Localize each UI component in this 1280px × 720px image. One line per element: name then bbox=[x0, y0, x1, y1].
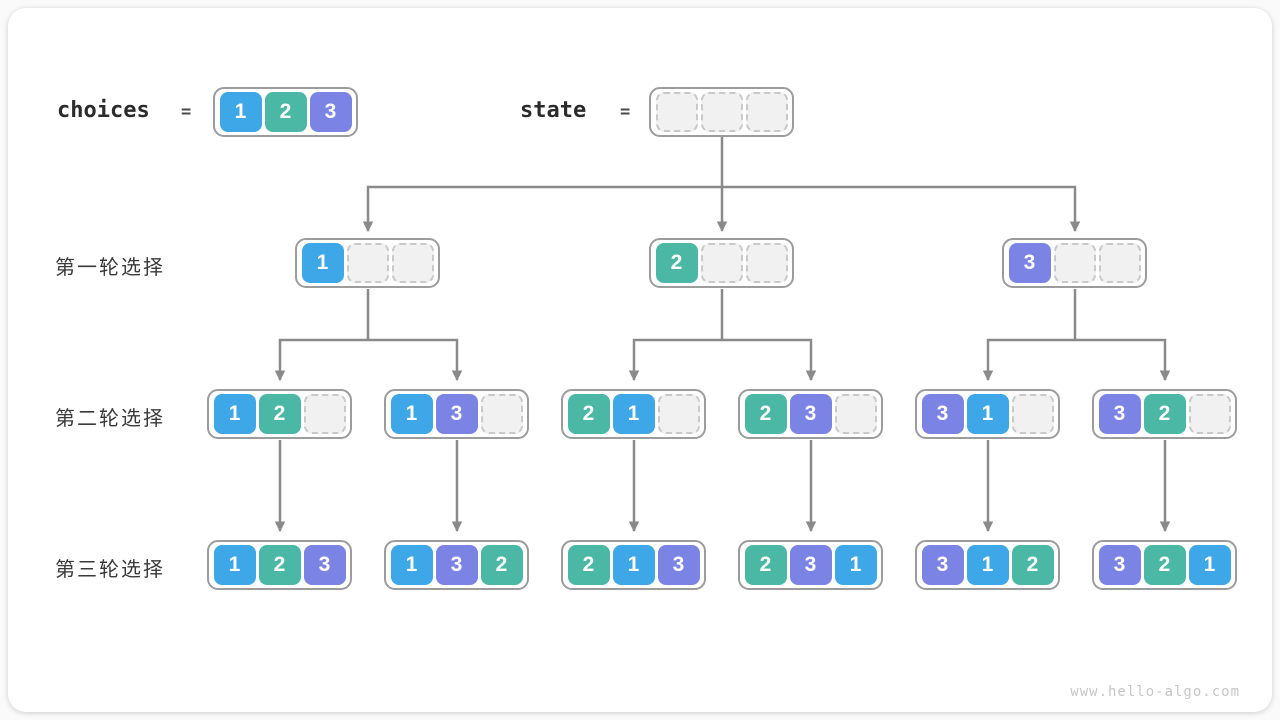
array-cell: 1 bbox=[834, 545, 877, 585]
array-cell-empty bbox=[834, 394, 877, 434]
array-cell: 2 bbox=[1143, 394, 1186, 434]
choices-array: 1 2 3 bbox=[213, 87, 358, 137]
array-cell-empty bbox=[1011, 394, 1054, 434]
round-label-1: 第一轮选择 bbox=[55, 257, 165, 279]
array-cell-empty bbox=[745, 92, 788, 132]
array-cell: 3 bbox=[435, 394, 478, 434]
diagram-card bbox=[8, 8, 1272, 712]
node-level2-21: 2 1 bbox=[561, 389, 706, 439]
array-cell-empty bbox=[700, 243, 743, 283]
array-cell: 3 bbox=[921, 394, 964, 434]
array-cell: 1 bbox=[301, 243, 344, 283]
array-cell: 1 bbox=[612, 545, 655, 585]
array-cell: 1 bbox=[390, 545, 433, 585]
choices-equals-sign: = bbox=[181, 102, 192, 122]
array-cell: 3 bbox=[789, 545, 832, 585]
array-cell-empty bbox=[1098, 243, 1141, 283]
array-cell: 3 bbox=[435, 545, 478, 585]
node-level2-32: 3 2 bbox=[1092, 389, 1237, 439]
array-cell-empty bbox=[657, 394, 700, 434]
node-level3-123: 1 2 3 bbox=[207, 540, 352, 590]
array-cell-empty bbox=[700, 92, 743, 132]
array-cell: 3 bbox=[1098, 394, 1141, 434]
array-cell: 1 bbox=[966, 545, 1009, 585]
array-cell: 3 bbox=[303, 545, 346, 585]
array-cell-empty bbox=[745, 243, 788, 283]
node-level3-132: 1 3 2 bbox=[384, 540, 529, 590]
array-cell: 3 bbox=[921, 545, 964, 585]
choices-label: choices bbox=[57, 98, 150, 123]
array-cell-empty bbox=[1188, 394, 1231, 434]
array-cell: 2 bbox=[1143, 545, 1186, 585]
state-label: state bbox=[520, 98, 587, 123]
array-cell: 3 bbox=[309, 92, 352, 132]
array-cell: 2 bbox=[744, 394, 787, 434]
array-cell-empty bbox=[346, 243, 389, 283]
array-cell: 2 bbox=[655, 243, 698, 283]
node-level2-23: 2 3 bbox=[738, 389, 883, 439]
array-cell: 1 bbox=[612, 394, 655, 434]
array-cell: 2 bbox=[567, 394, 610, 434]
array-cell: 1 bbox=[213, 394, 256, 434]
watermark: www.hello-algo.com bbox=[1070, 684, 1240, 700]
node-level1-1: 1 bbox=[295, 238, 440, 288]
array-cell-empty bbox=[1053, 243, 1096, 283]
array-cell: 1 bbox=[219, 92, 262, 132]
array-cell: 2 bbox=[1011, 545, 1054, 585]
node-level3-321: 3 2 1 bbox=[1092, 540, 1237, 590]
array-cell: 3 bbox=[1098, 545, 1141, 585]
array-cell-empty bbox=[391, 243, 434, 283]
array-cell: 1 bbox=[966, 394, 1009, 434]
state-array bbox=[649, 87, 794, 137]
array-cell: 2 bbox=[567, 545, 610, 585]
node-level3-231: 2 3 1 bbox=[738, 540, 883, 590]
array-cell: 2 bbox=[744, 545, 787, 585]
array-cell-empty bbox=[655, 92, 698, 132]
array-cell: 2 bbox=[264, 92, 307, 132]
node-level2-13: 1 3 bbox=[384, 389, 529, 439]
node-level1-2: 2 bbox=[649, 238, 794, 288]
array-cell: 1 bbox=[1188, 545, 1231, 585]
array-cell: 1 bbox=[390, 394, 433, 434]
array-cell-empty bbox=[303, 394, 346, 434]
array-cell: 2 bbox=[258, 545, 301, 585]
node-level3-213: 2 1 3 bbox=[561, 540, 706, 590]
round-label-2: 第二轮选择 bbox=[55, 408, 165, 430]
node-level2-12: 1 2 bbox=[207, 389, 352, 439]
array-cell: 2 bbox=[480, 545, 523, 585]
node-level3-312: 3 1 2 bbox=[915, 540, 1060, 590]
array-cell: 1 bbox=[213, 545, 256, 585]
array-cell-empty bbox=[480, 394, 523, 434]
array-cell: 3 bbox=[657, 545, 700, 585]
round-label-3: 第三轮选择 bbox=[55, 559, 165, 581]
state-equals-sign: = bbox=[620, 102, 631, 122]
array-cell: 3 bbox=[789, 394, 832, 434]
array-cell: 2 bbox=[258, 394, 301, 434]
node-level2-31: 3 1 bbox=[915, 389, 1060, 439]
array-cell: 3 bbox=[1008, 243, 1051, 283]
node-level1-3: 3 bbox=[1002, 238, 1147, 288]
